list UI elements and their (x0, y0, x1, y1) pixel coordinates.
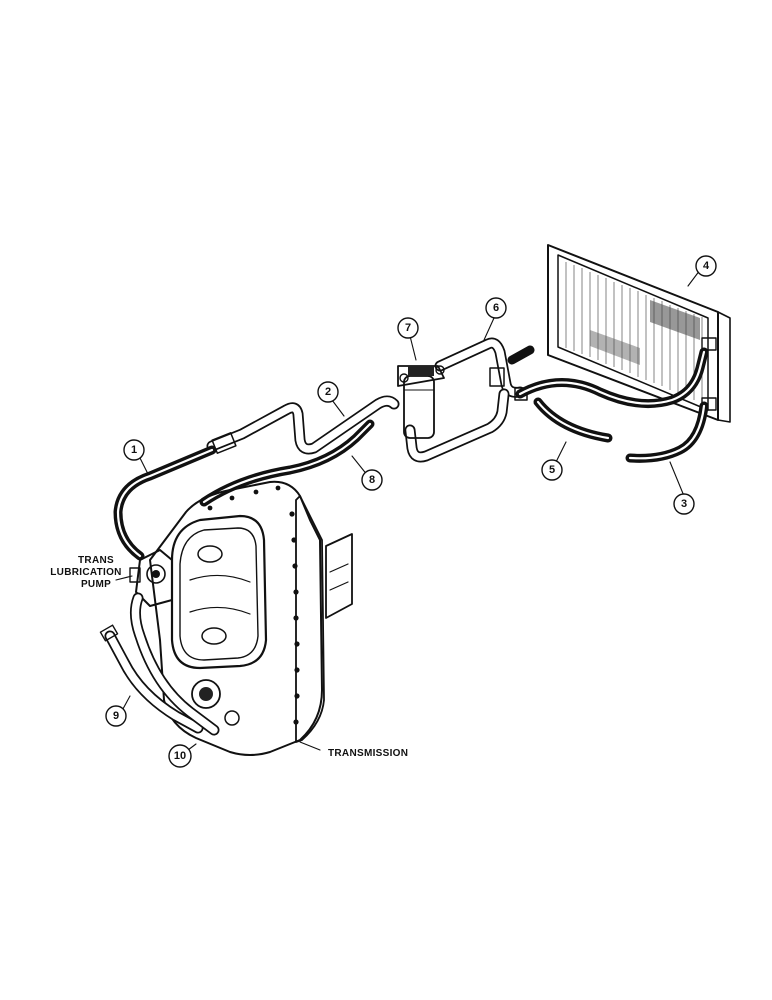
callout-7: 7 (397, 317, 419, 339)
svg-text:9: 9 (113, 710, 119, 722)
callout-3: 3 (673, 493, 695, 515)
pump-label-line1: TRANS (78, 555, 114, 566)
callout-2: 2 (317, 381, 339, 403)
svg-text:5: 5 (549, 464, 555, 476)
hose-3 (625, 401, 709, 463)
oil-cooler (547, 244, 731, 423)
oil-filter (397, 365, 445, 439)
svg-text:10: 10 (174, 750, 186, 762)
callout-4: 4 (695, 255, 717, 277)
hose-8 (199, 419, 375, 507)
pump-label: TRANS LUBRICATION PUMP (50, 555, 121, 590)
svg-text:4: 4 (703, 260, 710, 272)
svg-text:3: 3 (681, 498, 687, 510)
pump-label-line2: LUBRICATION (50, 567, 121, 578)
callout-9: 9 (105, 705, 127, 727)
callout-5: 5 (541, 459, 563, 481)
svg-text:1: 1 (131, 444, 137, 456)
callout-1: 1 (123, 439, 145, 461)
tube-2 (206, 395, 400, 455)
tube-10 (129, 592, 220, 736)
tube-9 (99, 624, 204, 734)
transmission-housing (129, 480, 353, 756)
tube-6 (404, 337, 526, 463)
transmission-label: TRANSMISSION (328, 748, 408, 759)
svg-text:6: 6 (493, 302, 499, 314)
housing-bolts (207, 485, 300, 725)
callout-10: 10 (168, 744, 192, 768)
hose-5 (507, 345, 709, 443)
lubrication-pump (129, 549, 173, 607)
hose-1 (113, 432, 237, 561)
svg-text:8: 8 (369, 474, 375, 486)
callout-8: 8 (361, 469, 383, 491)
callout-6: 6 (485, 297, 507, 319)
svg-text:2: 2 (325, 386, 331, 398)
svg-text:7: 7 (405, 322, 411, 334)
pump-label-line3: PUMP (81, 579, 111, 590)
cooler-core (565, 262, 703, 404)
